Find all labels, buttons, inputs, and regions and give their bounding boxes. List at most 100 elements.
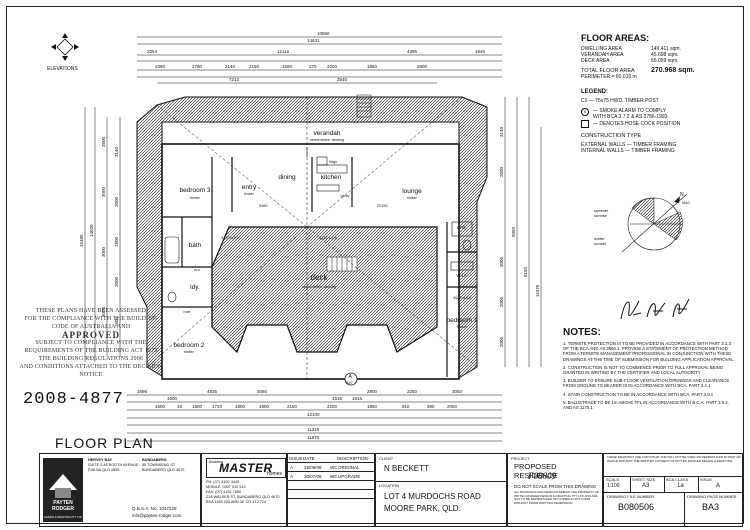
date-header: DATE — [303, 455, 315, 461]
roof-ridge-lines — [146, 96, 478, 379]
issue-description: ORIGINAL — [338, 464, 360, 470]
dim-top-14: 7212 — [229, 77, 240, 82]
plan-title: FLOOR PLAN — [55, 435, 154, 451]
floor-finish-1: timber — [190, 196, 201, 200]
compass-diagram: N MAG summer sunrise winter sunset — [594, 192, 690, 253]
dim-bottom-0: 1695 — [137, 389, 148, 394]
smoke-alarm-icon: S — [581, 108, 589, 116]
dim-top-13: 1860 — [367, 64, 378, 69]
room-laundry: ldy. — [190, 284, 200, 291]
dim-left-7: 2000 — [114, 196, 119, 207]
dim-bottom-9: 12100 — [307, 412, 320, 417]
dim-top-10: 3280 — [282, 64, 293, 69]
compass-north: N — [680, 192, 684, 198]
dim-top-9: 2150 — [249, 64, 260, 69]
dim-right-5: 11070 — [535, 284, 540, 297]
stairs — [326, 94, 372, 272]
drawing-info-block: THESE DRAWINGS ARE COPYRIGHT AND WILL NO… — [603, 453, 743, 527]
firm-logo: PAYTEN RODGER DESIGN & DRAFTING PTY LTD — [43, 458, 83, 522]
dim-left-8: 1800 — [114, 236, 119, 247]
drawing-file-number: B080506 — [618, 502, 655, 512]
dim-bottom-6: 1800 — [235, 404, 246, 409]
dim-left-1: 14020 — [89, 224, 94, 237]
dim-mid-2: 4020 w.h.b — [453, 296, 471, 300]
right-dimensions — [504, 97, 542, 367]
builder-prefix: Building — [209, 459, 224, 464]
stamp-line-2: FOR THE COMPLIANCE WITH THE BUILDING — [24, 316, 158, 322]
hose-cock-icon — [581, 120, 589, 128]
dim-bottom-1: 1600 — [167, 396, 178, 401]
compass-mag: MAG — [682, 201, 690, 205]
dim-left-5: 3000 — [101, 306, 106, 317]
room-bedroom-1: bedroom 1 — [446, 317, 477, 324]
dim-top-7: 2790 — [192, 64, 203, 69]
bath-fixtures — [164, 221, 474, 303]
project-label: PROJECT — [511, 456, 530, 461]
issue-header: ISSUE — [289, 455, 303, 461]
firm-qbsa: Q.B.S.A. No. 1037228 — [132, 506, 177, 511]
room-entry: entry — [242, 184, 257, 191]
stamp-line-6: THE BUILDING REGULATIONS 2006 — [38, 356, 144, 362]
stamp-line-5: REQUIREMENTS OF THE BUILDING ACT 1975 — [24, 348, 158, 354]
signatures — [620, 298, 690, 320]
dim-top-15: 3540 — [337, 77, 348, 82]
sun-path-wedge-2 — [631, 197, 655, 225]
dim-mid-0: 2132 s.p.b — [319, 236, 337, 240]
room-dining: dining — [278, 174, 296, 181]
floor-area-row: DWELLING AREA 149.411 sqm. — [581, 46, 721, 52]
dim-bottom-8: 2150 — [287, 404, 298, 409]
builder-fax: FAX: (07) 4152 7860 — [206, 490, 242, 494]
construction-title: CONSTRUCTION TYPE — [581, 133, 642, 139]
dim-left-3: 3000 — [101, 186, 106, 197]
stamp-approved: APPROVED — [62, 330, 120, 340]
stamp-line-7: AND CONDITIONS ATTACHED TO THE DECISION — [19, 364, 163, 370]
floor-finish-5: timber — [457, 325, 468, 329]
top-dimensions — [137, 36, 502, 84]
bottom-dimensions — [127, 394, 502, 442]
dim-top-5: 1845 — [475, 49, 486, 54]
room-verandah-sub: select timber decking — [310, 138, 344, 142]
firm-office-2-name: BUNDABERG — [142, 458, 167, 462]
client-label: CLIENT — [379, 456, 394, 461]
ownership-note: THESE DRAWINGS ARE COPYRIGHT AND WILL NO… — [607, 455, 741, 463]
floor-area-value: 55.059 sqm. — [651, 58, 679, 64]
client-name: N BECKETT — [384, 464, 429, 473]
total-area-label: TOTAL FLOOR AREA — [581, 67, 635, 74]
issue-label: ISSUE — [700, 477, 713, 482]
dim-bottom-18: 1600 — [155, 404, 166, 409]
builder-mobile: MOBILE: 0407 010 512 — [206, 485, 246, 489]
dim-top-8: 2140 — [225, 64, 236, 69]
deck-hatch — [211, 226, 438, 354]
dim-bottom-19: 18 — [177, 404, 183, 409]
drawing-sheet: ELEVATIONS 10560 14631 2054 12116 4395 1… — [6, 6, 744, 527]
total-area-value: 270.968 sqm. — [651, 67, 695, 74]
firm-office-1-name: HERVEY BAY — [88, 458, 113, 462]
floor-area-value: 45.698 sqm. — [651, 52, 679, 58]
section-letter: A — [349, 374, 353, 380]
room-deck: deck — [311, 273, 329, 282]
dim-bottom-13: 3050 — [452, 389, 463, 394]
sun-path-wedge — [653, 211, 683, 241]
room-wc: w.c — [194, 267, 200, 272]
firm-office-1-addr1: SUITE 5,46 BOOTH AVENUE — [88, 463, 139, 467]
floor-area-total: TOTAL FLOOR AREA 270.968 sqm. — [581, 67, 721, 74]
legend-hose: — DENOTES HOSE COCK POSITION — [581, 120, 731, 128]
dim-mid-4: 20190 — [377, 204, 388, 208]
issue-letter: A — [290, 464, 294, 470]
dim-bottom-3: 3060 — [257, 389, 268, 394]
sheet-size-value: A3 — [642, 483, 650, 489]
compass-sunset: sunset — [594, 241, 607, 246]
issue-date: 30/07/08 — [304, 473, 322, 479]
firm-sub: DESIGN & DRAFTING PTY LTD — [44, 516, 82, 519]
dim-right-2: 5050 — [511, 226, 516, 237]
dim-right-6: 2000 — [499, 296, 504, 307]
issue-row: A 30/07/08 WC UPGRADE — [288, 472, 374, 481]
bca-class-value: 1a — [677, 483, 684, 489]
dim-bottom-5: 1720 — [212, 404, 223, 409]
dim-bottom-16: 2050 — [447, 404, 458, 409]
dim-left-10: 1000 — [114, 316, 119, 327]
room-deck-sub: select timber decking — [302, 285, 336, 289]
scale-value: 1:100 — [607, 483, 620, 489]
room-fridge: fridge — [329, 160, 337, 164]
dim-top-2: 2054 — [147, 49, 158, 54]
